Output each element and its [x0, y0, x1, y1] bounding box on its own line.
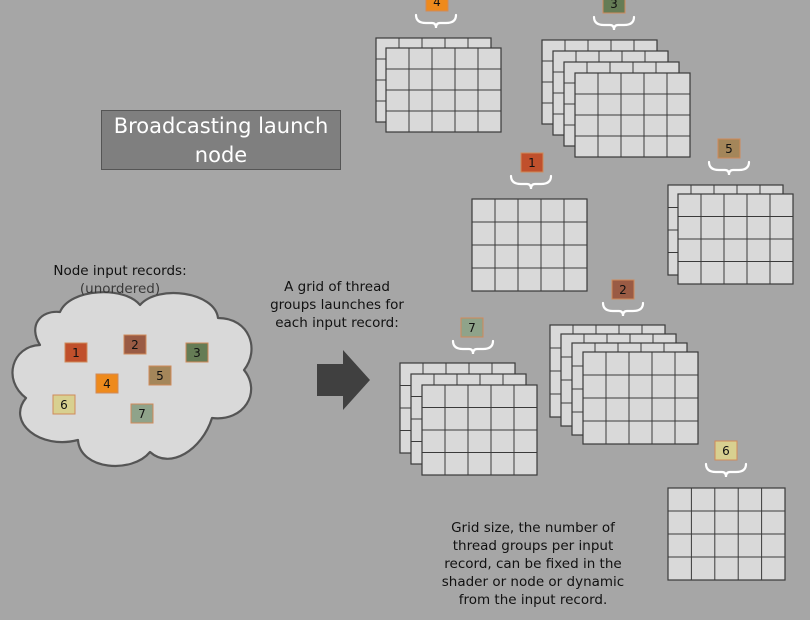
brace-4	[414, 13, 458, 29]
thread-grid-6	[667, 487, 786, 581]
thread-grid-5-layer	[677, 193, 794, 285]
thread-grid-2-layer	[582, 351, 699, 445]
record-badge-5-label: 5	[156, 369, 164, 383]
record-badge-1: 1	[64, 342, 88, 363]
brace-5	[707, 160, 751, 176]
record-badge-7: 7	[130, 403, 154, 424]
records-heading: Node input records: (unordered)	[30, 262, 210, 298]
brace-1	[509, 174, 553, 190]
thread-grid-7	[399, 362, 538, 476]
record-badge-7-box	[130, 403, 154, 424]
record-badge-4-label: 4	[103, 377, 111, 391]
record-badge-1-label: 1	[72, 346, 80, 360]
footer-caption: Grid size, the number of thread groups p…	[441, 520, 625, 608]
record-badge-3-label: 3	[193, 346, 201, 360]
grid-badge-2-label: 2	[619, 283, 627, 297]
record-badge-5: 5	[148, 365, 172, 386]
thread-grid-1-layer	[471, 198, 588, 292]
record-badge-2: 2	[123, 334, 147, 355]
thread-grid-4-layer	[385, 47, 502, 133]
grid-badge-7-box	[460, 317, 484, 338]
brace-6	[704, 462, 748, 478]
grid-badge-5: 5	[717, 138, 741, 159]
records-heading-text: Node input records:	[53, 263, 187, 279]
record-badge-4: 4	[95, 373, 119, 394]
thread-grid-6-layer	[667, 487, 786, 581]
grid-badge-1: 1	[520, 152, 544, 173]
grid-badge-1-box	[520, 152, 544, 173]
brace-7	[451, 339, 495, 355]
record-badge-3-box	[185, 342, 209, 363]
record-badge-6: 6	[52, 394, 76, 415]
grid-badge-3-box	[602, 0, 626, 14]
record-badge-5-box	[148, 365, 172, 386]
grid-badge-6-label: 6	[722, 444, 730, 458]
thread-grid-3-layer	[574, 72, 691, 158]
brace-2	[601, 301, 645, 317]
thread-grid-1	[471, 198, 588, 292]
thread-grid-2	[549, 324, 699, 445]
grid-badge-4-box	[425, 0, 449, 12]
record-badge-4-box	[95, 373, 119, 394]
record-badge-3: 3	[185, 342, 209, 363]
record-badge-2-box	[123, 334, 147, 355]
launch-arrow	[317, 350, 370, 410]
record-badge-6-box	[52, 394, 76, 415]
grid-badge-5-box	[717, 138, 741, 159]
record-badge-7-label: 7	[138, 407, 146, 421]
record-badge-1-box	[64, 342, 88, 363]
grid-badge-4-label: 4	[433, 0, 441, 9]
records-subheading-text: (unordered)	[79, 281, 161, 297]
records-cloud	[11, 291, 253, 467]
grid-badge-4: 4	[425, 0, 449, 12]
grid-badge-2-box	[611, 279, 635, 300]
thread-grid-4	[375, 37, 502, 133]
grid-badge-3: 3	[602, 0, 626, 14]
brace-3	[592, 15, 636, 31]
grid-badge-3-label: 3	[610, 0, 618, 11]
grid-badge-1-label: 1	[528, 156, 536, 170]
thread-grid-3	[541, 39, 691, 158]
grid-badge-6: 6	[714, 440, 738, 461]
record-badge-2-label: 2	[131, 338, 139, 352]
grid-badge-7: 7	[460, 317, 484, 338]
grid-badge-7-label: 7	[468, 321, 476, 335]
grid-badge-6-box	[714, 440, 738, 461]
record-badge-6-label: 6	[60, 398, 68, 412]
grid-badge-5-label: 5	[725, 142, 733, 156]
title-box: Broadcasting launch node	[101, 110, 341, 170]
thread-grid-7-layer	[421, 384, 538, 476]
thread-grid-5	[667, 184, 794, 285]
launch-caption: A grid of thread groups launches for eac…	[270, 279, 404, 331]
grid-badge-2: 2	[611, 279, 635, 300]
title-text: Broadcasting launch node	[113, 114, 329, 167]
